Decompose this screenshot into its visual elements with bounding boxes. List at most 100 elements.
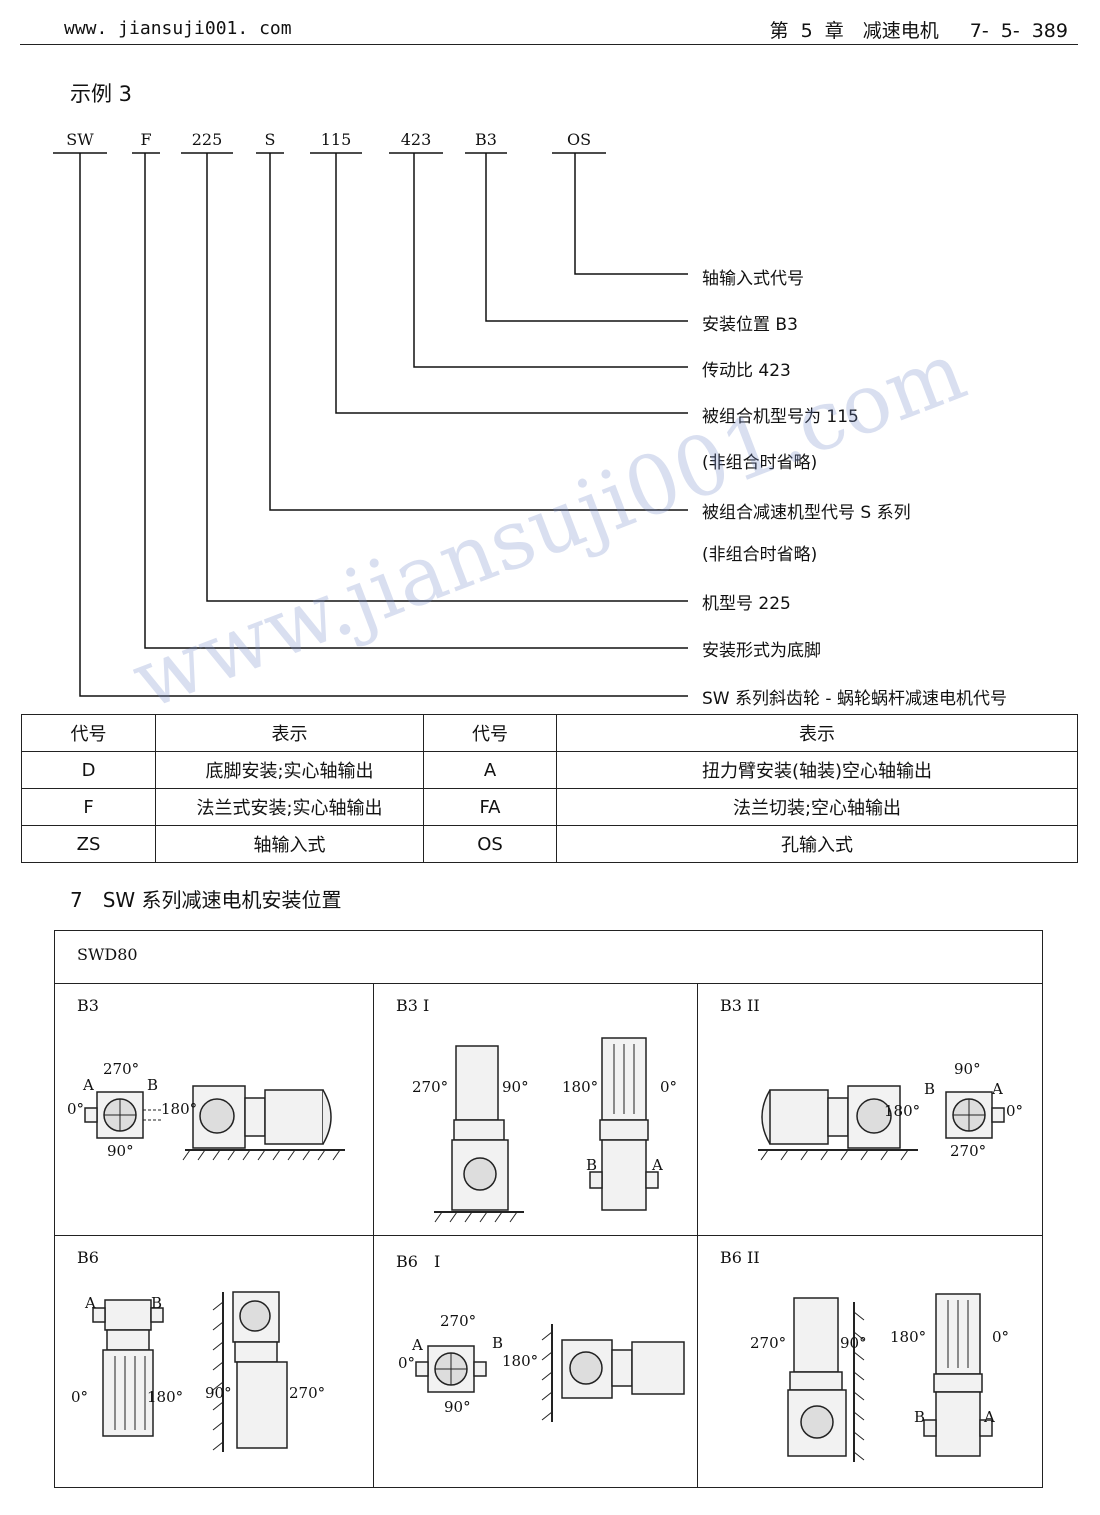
table-cell: ZS <box>21 825 156 863</box>
cell-b3-ii: B3 II 90° B A 180° <box>698 984 1042 1236</box>
table-header: 表示 <box>155 714 424 752</box>
angle-90: 90° <box>444 1398 471 1416</box>
page-header: www. jiansuji001. com 第 5 章 减速电机 7- 5- 3… <box>20 14 1078 45</box>
desc-combined-series: 被组合减速机型代号 S 系列 <box>702 503 911 523</box>
mounting-grid: SWD80 B3 <box>54 930 1043 1488</box>
angle-270: 270° <box>440 1312 477 1330</box>
table-cell: 法兰切装;空心轴输出 <box>556 788 1078 826</box>
table-cell: OS <box>423 825 557 863</box>
angle-180: 180° <box>562 1078 599 1096</box>
cell-b6-ii: B6 II 270° 90° <box>698 1236 1042 1487</box>
table-header: 代号 <box>21 714 156 752</box>
code-s: S <box>264 130 276 149</box>
desc-omit-note-2: (非组合时省略) <box>702 545 818 565</box>
motor-drawing <box>787 1293 993 1462</box>
angle-90: 90° <box>205 1384 232 1402</box>
label-a: A <box>85 1294 96 1312</box>
table-row: ZS 轴输入式 OS 孔输入式 <box>21 825 1078 863</box>
label-b: B <box>147 1076 159 1094</box>
code-225: 225 <box>191 130 223 149</box>
mounting-grid-header: SWD80 <box>55 931 1042 984</box>
label-b: B <box>492 1334 504 1352</box>
motor-drawing <box>92 1291 288 1452</box>
leader-lines <box>53 152 688 697</box>
table-cell: FA <box>423 788 557 826</box>
cell-label: B6 I <box>396 1252 441 1271</box>
desc-mount-b3: 安装位置 B3 <box>702 315 798 335</box>
label-a: A <box>83 1076 94 1094</box>
angle-0: 0° <box>71 1388 89 1406</box>
section-title: 7 SW 系列减速电机安装位置 <box>70 888 342 912</box>
table-row: D 底脚安装;实心轴输出 A 扭力臂安装(轴装)空心轴输出 <box>21 751 1078 789</box>
angle-0: 0° <box>398 1354 416 1372</box>
chapter-info: 第 5 章 减速电机 7- 5- 389 <box>769 20 1068 42</box>
code-f: F <box>140 130 152 149</box>
motor-drawing <box>415 1324 685 1422</box>
angle-90: 90° <box>107 1142 134 1160</box>
desc-combined-model: 被组合机型号为 115 <box>702 407 859 427</box>
angle-90: 90° <box>954 1060 981 1078</box>
table-row: F 法兰式安装;实心轴输出 FA 法兰切装;空心轴输出 <box>21 788 1078 826</box>
angle-270: 270° <box>103 1060 140 1078</box>
angle-180: 180° <box>502 1352 539 1370</box>
example-title: 示例 3 <box>70 82 133 106</box>
label-b: B <box>151 1294 163 1312</box>
angle-180: 180° <box>884 1102 921 1120</box>
cell-label: B6 II <box>720 1248 760 1267</box>
code-115: 115 <box>320 130 352 149</box>
cell-b6: B6 A B <box>55 1236 374 1487</box>
table-cell: D <box>21 751 156 789</box>
table-cell: A <box>423 751 557 789</box>
table-cell: F <box>21 788 156 826</box>
label-a: A <box>412 1336 423 1354</box>
angle-180: 180° <box>890 1328 927 1346</box>
desc-omit-note-1: (非组合时省略) <box>702 453 818 473</box>
table-header: 表示 <box>556 714 1078 752</box>
code-sw: SW <box>66 130 94 149</box>
code-os: OS <box>566 130 592 149</box>
cell-label: B3 <box>77 996 99 1015</box>
label-a: A <box>984 1408 995 1426</box>
angle-90: 90° <box>502 1078 529 1096</box>
label-b: B <box>924 1080 936 1098</box>
desc-foot-mount: 安装形式为底脚 <box>702 641 821 661</box>
angle-270: 270° <box>289 1384 326 1402</box>
cell-b6-i: B6 I 270° A B 0° 180° <box>374 1236 698 1487</box>
motor-drawing <box>758 1085 1005 1161</box>
model-label: SWD80 <box>77 945 138 964</box>
motor-drawing <box>434 1037 659 1223</box>
desc-ratio: 传动比 423 <box>702 361 791 381</box>
cell-label: B3 I <box>396 996 430 1015</box>
angle-180: 180° <box>147 1388 184 1406</box>
label-b: B <box>586 1156 598 1174</box>
desc-sw-series: SW 系列斜齿轮 - 蜗轮蜗杆减速电机代号 <box>702 689 1007 709</box>
angle-180: 180° <box>161 1100 198 1118</box>
table-cell: 孔输入式 <box>556 825 1078 863</box>
table-header-row: 代号 表示 代号 表示 <box>21 714 1078 752</box>
table-cell: 扭力臂安装(轴装)空心轴输出 <box>556 751 1078 789</box>
label-a: A <box>652 1156 663 1174</box>
cell-label: B3 II <box>720 996 760 1015</box>
desc-model-no: 机型号 225 <box>702 594 791 614</box>
table-header: 代号 <box>423 714 557 752</box>
code-423: 423 <box>400 130 432 149</box>
code-b3: B3 <box>475 130 497 149</box>
angle-270: 270° <box>412 1078 449 1096</box>
angle-270: 270° <box>750 1334 787 1352</box>
motor-drawing <box>84 1085 345 1161</box>
site-url: www. jiansuji001. com <box>64 18 292 39</box>
cell-b3: B3 <box>55 984 374 1236</box>
angle-0: 0° <box>992 1328 1010 1346</box>
angle-90: 90° <box>840 1334 867 1352</box>
angle-0: 0° <box>660 1078 678 1096</box>
angle-0: 0° <box>67 1100 85 1118</box>
label-b: B <box>914 1408 926 1426</box>
cell-b3-i: B3 I 270° 90° 180° 0 <box>374 984 698 1236</box>
table-cell: 法兰式安装;实心轴输出 <box>155 788 424 826</box>
cell-label: B6 <box>77 1248 99 1267</box>
code-table: 代号 表示 代号 表示 D 底脚安装;实心轴输出 A 扭力臂安装(轴装)空心轴输… <box>21 714 1078 863</box>
angle-270: 270° <box>950 1142 987 1160</box>
angle-0: 0° <box>1006 1102 1024 1120</box>
table-cell: 轴输入式 <box>155 825 424 863</box>
table-cell: 底脚安装;实心轴输出 <box>155 751 424 789</box>
